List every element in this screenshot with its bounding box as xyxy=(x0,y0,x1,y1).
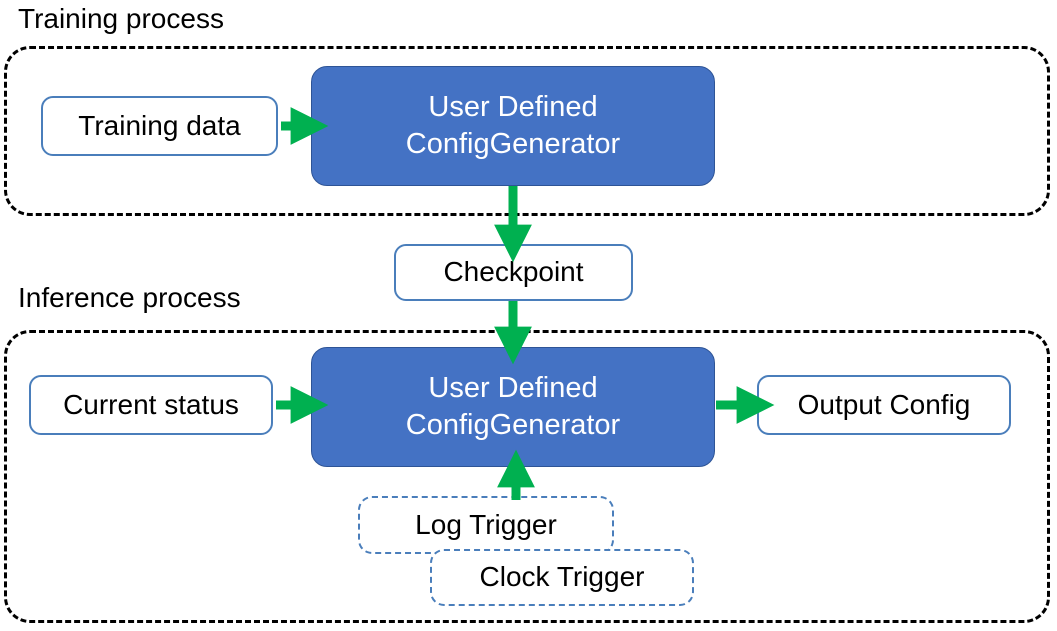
section-caption-training: Training process xyxy=(18,3,224,34)
section-caption-inference: Inference process xyxy=(18,282,241,313)
node-label-line2: ConfigGenerator xyxy=(405,409,621,441)
node-log-trigger[interactable]: Log Trigger xyxy=(358,496,614,554)
node-label-line1: User Defined xyxy=(428,371,598,404)
node-current-status[interactable]: Current status xyxy=(29,375,273,435)
node-clock-trigger[interactable]: Clock Trigger xyxy=(430,549,694,606)
node-output-config[interactable]: Output Config xyxy=(757,375,1011,435)
node-label-line1: User Defined xyxy=(428,90,598,123)
node-checkpoint[interactable]: Checkpoint xyxy=(394,244,633,301)
node-user-defined-config-generator-inference[interactable]: User Defined ConfigGenerator xyxy=(311,347,715,467)
node-training-data[interactable]: Training data xyxy=(41,96,278,156)
node-user-defined-config-generator-training[interactable]: User Defined ConfigGenerator xyxy=(311,66,715,186)
node-label-line2: ConfigGenerator xyxy=(405,128,621,160)
training-process-container xyxy=(4,46,1050,216)
